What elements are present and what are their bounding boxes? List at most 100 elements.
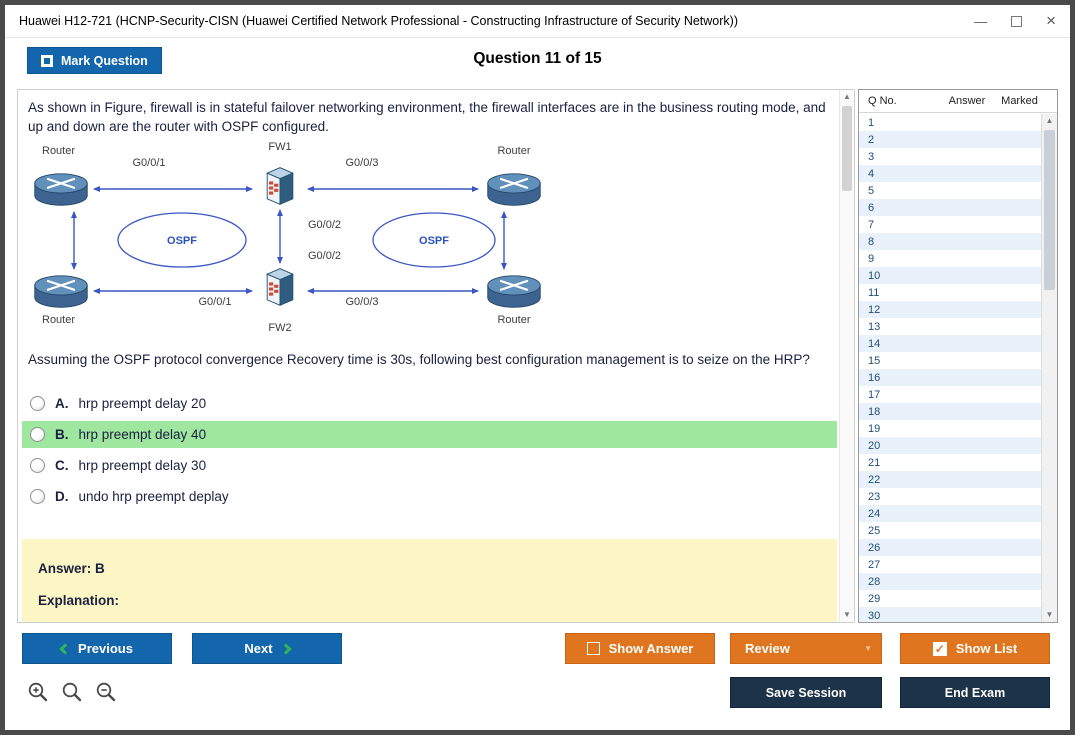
option-letter: C. <box>55 457 69 473</box>
question-list-scrollbar[interactable]: ▲ ▼ <box>1041 114 1057 622</box>
question-list-row[interactable]: 17 <box>868 388 881 401</box>
fw2-label: FW2 <box>268 322 291 334</box>
dropdown-caret-icon: ▼ <box>864 644 872 653</box>
question-list-row[interactable]: 4 <box>859 165 1041 182</box>
question-list-row[interactable]: 2 <box>859 131 1041 148</box>
maximize-icon[interactable] <box>1011 15 1023 27</box>
question-list-row[interactable]: 16 <box>859 369 1041 386</box>
question-list-row[interactable]: 3 <box>868 150 875 163</box>
scroll-up-icon[interactable]: ▲ <box>843 92 851 101</box>
router-bottom-left-label: Router <box>42 314 75 326</box>
next-label: Next <box>244 641 273 656</box>
maximize-box <box>1011 15 1023 27</box>
question-list-row[interactable]: 29 <box>868 592 881 605</box>
show-list-checkbox-icon: ✓ <box>932 641 947 656</box>
chevron-right-icon <box>279 642 292 655</box>
question-list-row[interactable]: 7 <box>868 218 875 231</box>
option-row[interactable]: C. hrp preempt delay 30 <box>22 452 837 479</box>
ospf-area-left <box>117 212 247 268</box>
exam-header: Mark Question Question 11 of 15 <box>5 39 1070 83</box>
question-list-row[interactable]: 28 <box>859 573 1041 590</box>
question-list-row[interactable]: 1 <box>868 116 875 129</box>
zoom-toolbar <box>27 681 118 704</box>
show-list-button[interactable]: ✓ Show List <box>900 633 1050 664</box>
answer-label: Answer: B <box>38 561 105 576</box>
zoom-in-icon[interactable] <box>27 681 50 704</box>
router-bottom-right-label: Router <box>497 314 530 326</box>
show-answer-button[interactable]: Show Answer <box>565 633 715 664</box>
mark-question-button[interactable]: Mark Question <box>27 47 162 74</box>
title-bar: Huawei H12-721 (HCNP-Security-CISN (Huaw… <box>5 5 1070 38</box>
question-content-panel: As shown in Figure, firewall is in state… <box>17 89 855 623</box>
mark-question-label: Mark Question <box>61 53 148 68</box>
close-icon[interactable]: × <box>1046 11 1056 30</box>
question-list-row[interactable]: 24 <box>859 505 1041 522</box>
option-radio <box>30 395 45 411</box>
option-radio <box>30 488 45 504</box>
option-text: hrp preempt delay 20 <box>78 395 207 411</box>
question-list-row[interactable]: 5 <box>868 184 875 197</box>
option-row[interactable]: A. hrp preempt delay 20 <box>22 390 837 417</box>
option-letter: B. <box>55 426 69 442</box>
if-label-fw2-g002: G0/0/2 <box>308 250 341 262</box>
review-label: Review <box>745 641 790 656</box>
question-list-row[interactable]: 11 <box>868 286 880 299</box>
firewall-fw2-icon <box>266 268 294 307</box>
previous-button[interactable]: Previous <box>22 633 172 664</box>
question-list-row[interactable]: 8 <box>859 233 1041 250</box>
option-radio <box>30 426 45 442</box>
question-list-row[interactable]: 18 <box>859 403 1041 420</box>
router-top-left-label: Router <box>42 145 75 157</box>
content-scrollbar[interactable]: ▲ ▼ <box>839 90 854 622</box>
show-list-label: Show List <box>955 641 1018 656</box>
option-row[interactable]: B. hrp preempt delay 40 <box>22 420 837 448</box>
content-scroll-thumb[interactable] <box>842 106 852 191</box>
option-row[interactable]: D. undo hrp preempt deplay <box>22 483 837 510</box>
question-list-row[interactable]: 9 <box>868 252 875 265</box>
answer-box: Answer: B Explanation: <box>22 539 837 622</box>
minimize-icon[interactable]: — <box>974 13 988 29</box>
save-session-button[interactable]: Save Session <box>730 677 882 708</box>
chevron-left-icon <box>59 642 71 655</box>
column-header-answer: Answer <box>948 95 986 107</box>
question-list-row[interactable]: 15 <box>868 354 881 367</box>
review-dropdown[interactable]: Review ▼ <box>730 633 882 664</box>
question-list-scroll-thumb[interactable] <box>1044 130 1055 290</box>
question-list-row[interactable]: 10 <box>859 267 1041 284</box>
question-body-text: Assuming the OSPF protocol convergence R… <box>28 352 810 368</box>
ospf-area-right <box>372 212 496 268</box>
question-list-row[interactable]: 6 <box>859 199 1041 216</box>
question-list-row[interactable]: 30 <box>859 607 1041 622</box>
fw1-label: FW1 <box>268 141 291 153</box>
scroll-up-icon[interactable]: ▲ <box>1045 116 1054 125</box>
scroll-down-icon[interactable]: ▼ <box>843 610 851 619</box>
question-list-row[interactable]: 14 <box>859 335 1041 352</box>
firewall-fw1-icon <box>266 167 294 206</box>
question-list-row[interactable]: 19 <box>868 422 881 435</box>
question-list-row[interactable]: 13 <box>868 320 881 333</box>
option-text: hrp preempt delay 40 <box>78 426 207 442</box>
router-bottom-right-icon <box>486 274 542 309</box>
if-label-fw2-g003: G0/0/3 <box>345 296 378 308</box>
option-letter: D. <box>55 488 69 504</box>
question-list-row[interactable]: 27 <box>868 558 881 571</box>
question-list-row[interactable]: 23 <box>868 490 881 503</box>
question-list-row[interactable]: 26 <box>859 539 1041 556</box>
options-list: A. hrp preempt delay 20 B. hrp preempt d… <box>18 390 854 514</box>
question-list-row[interactable]: 25 <box>868 524 881 537</box>
zoom-reset-icon[interactable] <box>61 681 84 704</box>
ospf-label-right: OSPF <box>419 235 449 247</box>
question-list-row[interactable]: 20 <box>859 437 1041 454</box>
question-list-row[interactable]: 21 <box>868 456 881 469</box>
question-list-row[interactable]: 22 <box>859 471 1041 488</box>
end-exam-label: End Exam <box>944 685 1006 700</box>
scroll-down-icon[interactable]: ▼ <box>1045 610 1054 619</box>
question-list-row[interactable]: 12 <box>859 301 1041 318</box>
next-button[interactable]: Next <box>192 633 342 664</box>
ospf-label-left: OSPF <box>167 235 197 247</box>
zoom-out-icon[interactable] <box>95 681 118 704</box>
end-exam-button[interactable]: End Exam <box>900 677 1050 708</box>
